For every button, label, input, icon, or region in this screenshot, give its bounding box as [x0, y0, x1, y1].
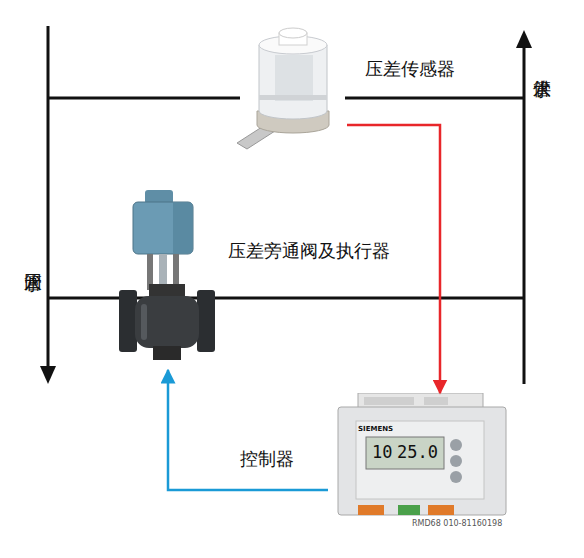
signal-arrow — [347, 125, 440, 393]
valve-illustration — [115, 188, 220, 373]
terminal-block — [364, 397, 414, 405]
front-panel — [356, 421, 484, 499]
sensor-ring — [259, 95, 327, 100]
actuator-shade — [173, 203, 192, 253]
component-label: 压差旁通阀及执行器 — [228, 240, 390, 262]
valve-highlight — [141, 304, 147, 340]
display-value: 25.0 — [397, 442, 438, 462]
valve-flange — [119, 290, 137, 352]
valve-bottom — [153, 346, 181, 360]
control-arrow — [168, 370, 328, 490]
sensor-pipe — [345, 97, 524, 100]
valve-flange — [197, 290, 215, 352]
sensor-node: 压差传感器 — [235, 28, 347, 152]
sensor-body — [259, 45, 327, 119]
valve-stem — [159, 254, 167, 286]
control-button — [450, 455, 462, 467]
valve-body — [135, 296, 199, 348]
sensor-panel — [275, 55, 313, 101]
component-label: 压差传感器 — [365, 58, 455, 80]
component-label: 控制器 — [240, 448, 294, 470]
flow-arrowhead — [40, 366, 56, 384]
model-number: RMD68 010-81160198 — [412, 519, 502, 529]
sensor-illustration — [235, 25, 350, 155]
brand-mark: SIEMENS — [358, 425, 393, 433]
controller-illustration — [328, 393, 508, 533]
control-button — [450, 439, 462, 451]
display-value: 10 — [372, 442, 392, 462]
lcd-display — [366, 437, 444, 469]
control-button — [450, 471, 462, 483]
actuator-box — [133, 202, 193, 254]
return-pipe — [47, 26, 50, 368]
sensor-pipe — [48, 97, 240, 100]
valve-node: 压差旁通阀及执行器 — [118, 190, 218, 370]
terminal-connector — [428, 505, 454, 515]
terminal-connector — [358, 505, 384, 515]
terminal-connector — [398, 505, 420, 515]
controller-housing — [338, 407, 506, 515]
flow-arrowhead — [516, 30, 532, 48]
terminal-block — [424, 397, 448, 405]
sensor-port — [279, 28, 307, 38]
